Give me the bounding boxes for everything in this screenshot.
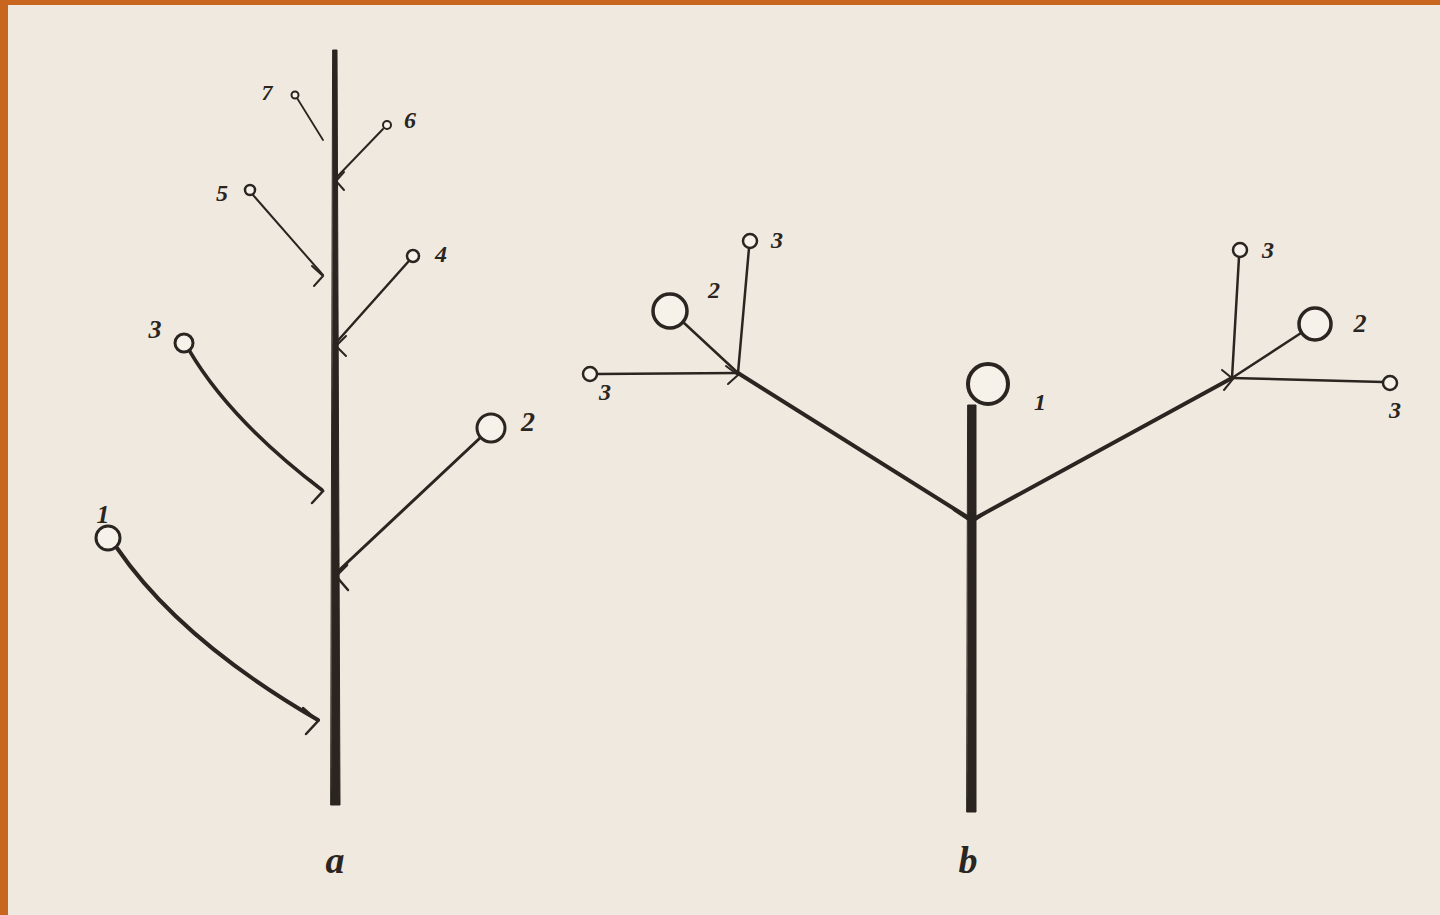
main-axis <box>967 405 976 812</box>
frame-band <box>0 0 8 915</box>
callout-number: 3 <box>1389 398 1401 422</box>
callout-number: 3 <box>149 317 162 343</box>
flower <box>1383 376 1397 390</box>
flower <box>968 364 1008 404</box>
flower <box>245 185 255 195</box>
callout-number: 1 <box>97 502 110 528</box>
pedicel <box>334 438 480 575</box>
flower <box>407 250 419 262</box>
bract <box>336 336 346 356</box>
callout-number: 7 <box>262 82 273 104</box>
pedicel <box>334 129 383 180</box>
flower <box>1233 243 1247 257</box>
frame-band <box>0 0 1440 5</box>
callout-number: 5 <box>216 181 228 205</box>
pedicel <box>1232 378 1383 382</box>
pedicel <box>738 248 749 373</box>
pedicel <box>1232 257 1239 378</box>
branch <box>972 378 1232 520</box>
callout-number: 2 <box>708 278 720 302</box>
flower <box>96 526 120 550</box>
callout-number: 4 <box>435 242 447 266</box>
flower <box>477 414 505 442</box>
flower <box>292 92 299 99</box>
bract <box>310 480 323 503</box>
pedicel <box>253 195 323 275</box>
pedicel <box>189 350 322 490</box>
flower <box>383 121 391 129</box>
flower <box>653 294 687 328</box>
callout-number: 2 <box>1354 311 1367 337</box>
callout-number: 3 <box>599 380 611 404</box>
callout-number: 1 <box>1034 390 1046 414</box>
callout-number: 2 <box>521 408 535 436</box>
flower <box>583 367 597 381</box>
pedicel <box>1232 333 1301 378</box>
pedicel <box>297 98 323 140</box>
pedicel <box>334 262 408 345</box>
branch <box>738 373 972 520</box>
figure-letter: a <box>326 841 345 879</box>
callout-number: 3 <box>771 228 783 252</box>
pedicel <box>683 322 738 373</box>
figure-letter: b <box>959 841 978 879</box>
bract <box>336 172 344 190</box>
pedicel <box>597 373 738 374</box>
main-axis <box>331 50 340 805</box>
bract <box>726 366 738 384</box>
bract <box>303 708 318 734</box>
flower <box>175 334 193 352</box>
callout-number: 6 <box>404 108 416 132</box>
bract <box>1222 370 1233 390</box>
callout-number: 3 <box>1262 238 1274 262</box>
flower <box>743 234 757 248</box>
flower <box>1299 308 1331 340</box>
bract <box>336 565 348 590</box>
bract <box>954 510 990 522</box>
pedicel <box>117 548 318 720</box>
bract <box>312 266 323 286</box>
